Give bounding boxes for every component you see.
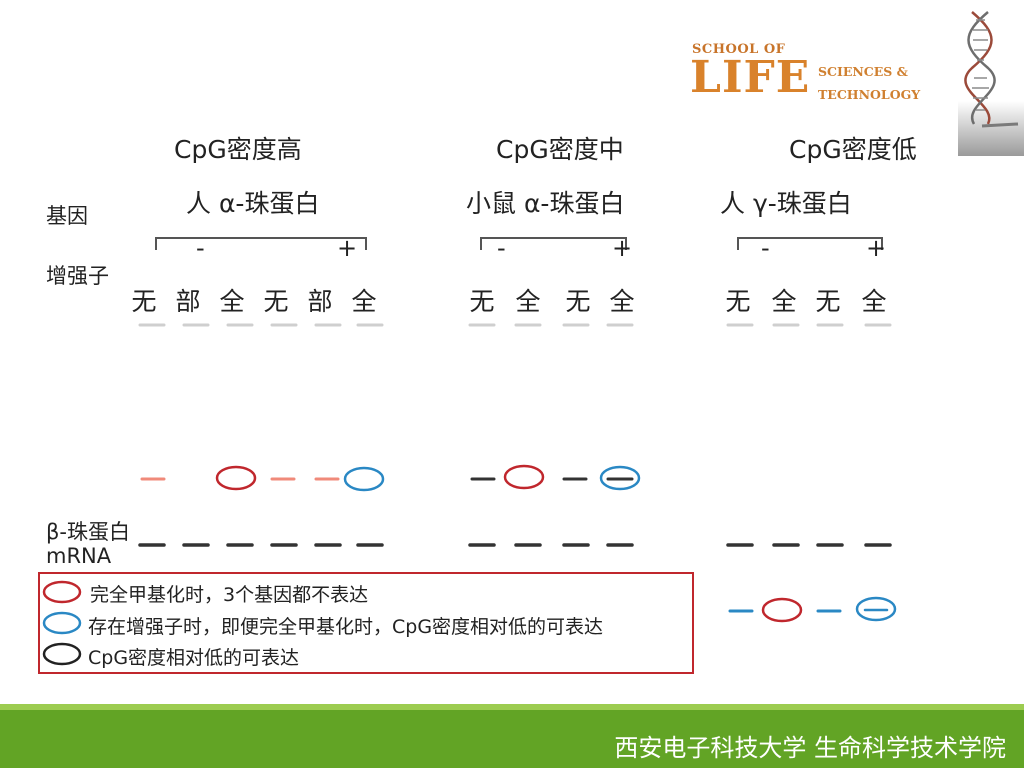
label-beta-globin: β-珠蛋白 bbox=[46, 520, 130, 544]
footer-bar bbox=[0, 704, 1024, 768]
label-mrna: mRNA bbox=[46, 544, 112, 568]
group-header-low: CpG密度低 bbox=[789, 135, 917, 164]
legend-item-red: 完全甲基化时，3个基因都不表达 bbox=[90, 584, 369, 606]
lane-label: 无 bbox=[815, 287, 841, 316]
lane-label: 部 bbox=[175, 287, 201, 316]
legend-blue-circle-icon bbox=[42, 611, 82, 635]
legend-black-circle-icon bbox=[42, 642, 82, 666]
enhancer-minus-high: - bbox=[196, 234, 205, 262]
gene-name-human-alpha: 人 α-珠蛋白 bbox=[186, 189, 320, 218]
lane-label: 全 bbox=[609, 287, 635, 316]
lane-label: 无 bbox=[725, 287, 751, 316]
label-gene: 基因 bbox=[46, 204, 88, 228]
dna-helix-icon bbox=[958, 11, 1024, 156]
lane-label: 部 bbox=[307, 287, 333, 316]
blue-circle-marker bbox=[599, 465, 641, 491]
legend-box bbox=[38, 572, 694, 674]
blue-circle-marker bbox=[855, 596, 897, 622]
logo-school-of: SCHOOL OF bbox=[692, 42, 786, 57]
gene-name-human-gamma: 人 γ-珠蛋白 bbox=[720, 189, 852, 218]
legend-item-blue: 存在增强子时，即便完全甲基化时，CpG密度相对低的可表达 bbox=[88, 616, 604, 638]
lane-label: 全 bbox=[771, 287, 797, 316]
enhancer-minus-low: - bbox=[761, 234, 770, 262]
enhancer-plus-high: + bbox=[337, 234, 358, 262]
lane-label: 无 bbox=[263, 287, 289, 316]
logo-technology: TECHNOLOGY bbox=[818, 87, 921, 102]
red-circle-marker bbox=[503, 464, 545, 490]
lane-label: 全 bbox=[351, 287, 377, 316]
logo-sciences: SCIENCES & bbox=[818, 64, 908, 79]
label-enhancer: 增强子 bbox=[46, 264, 109, 288]
bracket-high bbox=[155, 237, 367, 250]
legend-item-black: CpG密度相对低的可表达 bbox=[88, 647, 300, 669]
group-header-mid: CpG密度中 bbox=[496, 135, 624, 164]
legend-red-circle-icon bbox=[42, 580, 82, 604]
bracket-low bbox=[737, 237, 883, 250]
footer-accent-line bbox=[0, 704, 1024, 710]
lane-label: 全 bbox=[219, 287, 245, 316]
group-header-high: CpG密度高 bbox=[174, 135, 302, 164]
red-circle-marker bbox=[215, 465, 257, 491]
lane-label: 无 bbox=[469, 287, 495, 316]
enhancer-plus-low: + bbox=[866, 234, 887, 262]
enhancer-plus-mid: + bbox=[612, 234, 633, 262]
lane-label: 无 bbox=[131, 287, 157, 316]
enhancer-minus-mid: - bbox=[497, 234, 506, 262]
legend-symbols bbox=[42, 580, 82, 666]
blue-circle-marker bbox=[343, 466, 385, 492]
lane-label: 无 bbox=[565, 287, 591, 316]
footer-institution: 西安电子科技大学 生命科学技术学院 bbox=[614, 734, 1006, 762]
gene-name-mouse-alpha: 小鼠 α-珠蛋白 bbox=[466, 189, 625, 218]
red-circle-marker bbox=[761, 597, 803, 623]
bracket-mid bbox=[480, 237, 627, 250]
lane-label: 全 bbox=[515, 287, 541, 316]
lane-label: 全 bbox=[861, 287, 887, 316]
logo-life: LIFE bbox=[690, 52, 811, 103]
